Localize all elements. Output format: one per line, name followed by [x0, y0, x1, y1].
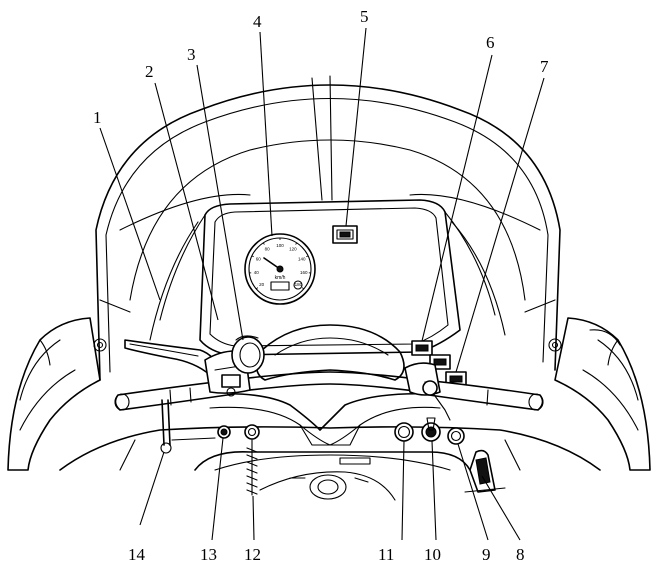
power-outlet — [394, 422, 414, 442]
callout-12: 12 — [244, 545, 261, 564]
dash-switch-5 — [332, 225, 358, 244]
steering-column-cover — [199, 324, 451, 446]
leader-7 — [455, 77, 545, 373]
leader-3 — [196, 64, 244, 341]
leader-10 — [431, 440, 437, 541]
leader-8 — [481, 475, 521, 541]
callout-9: 9 — [482, 545, 491, 564]
callout-6: 6 — [486, 33, 495, 52]
ignition-switch — [421, 417, 441, 442]
callout-14: 14 — [128, 545, 146, 564]
callout-labels: 1 2 3 4 5 6 7 8 9 10 11 12 13 14 — [93, 7, 549, 564]
odometer-window — [270, 281, 290, 291]
tether-stalk — [160, 399, 216, 454]
tether-spring — [244, 424, 260, 496]
lower-console — [59, 426, 601, 501]
leader-5 — [345, 27, 367, 227]
speedometer-tick-label: 60 — [256, 257, 262, 262]
speedometer-tick-mark — [251, 255, 254, 258]
speedometer-tick-label: 40 — [254, 270, 260, 275]
speedometer-tick-label: 20 — [259, 282, 265, 287]
leader-14 — [139, 451, 165, 526]
leader-12 — [252, 495, 255, 541]
leader-4 — [259, 31, 273, 237]
callout-7: 7 — [540, 57, 549, 76]
leader-11 — [401, 440, 405, 541]
hand-warmer-switch — [231, 335, 265, 374]
choke-knob — [217, 425, 231, 439]
speedometer-tick-label: 140 — [298, 257, 306, 262]
callout-4: 4 — [253, 12, 262, 31]
emergency-stop-switch — [447, 427, 465, 445]
callout-11: 11 — [378, 545, 394, 564]
leader-6 — [421, 54, 493, 342]
throttle-housing — [404, 362, 451, 421]
leader-1 — [99, 127, 161, 301]
leader-2 — [154, 82, 219, 321]
callout-13: 13 — [200, 545, 217, 564]
dash-panel — [149, 199, 506, 356]
speedometer-tick-label: 160 — [300, 270, 308, 275]
speedometer-tick-label: 120 — [289, 247, 297, 252]
left-side-panel — [7, 317, 107, 471]
speedometer-tick-label: 180 — [295, 282, 303, 287]
callout-1: 1 — [93, 108, 102, 127]
leader-9 — [457, 443, 489, 541]
speedometer-tick-mark — [306, 255, 309, 258]
left-grip — [114, 379, 235, 411]
leader-lines — [99, 27, 545, 541]
handlebar — [229, 371, 426, 393]
speedometer-tick-mark — [295, 242, 298, 245]
right-grip — [421, 379, 544, 411]
callout-8: 8 — [516, 545, 525, 564]
parking-brake-lever — [464, 449, 506, 493]
right-side-panel — [548, 317, 651, 471]
reset-knob — [293, 280, 303, 290]
callout-5: 5 — [360, 7, 369, 26]
dash-switch-6 — [411, 340, 433, 356]
speedometer-tick-mark — [301, 287, 304, 290]
speedometer-unit: km/h — [275, 275, 286, 281]
callout-10: 10 — [424, 545, 441, 564]
callout-3: 3 — [187, 45, 196, 64]
speedometer-tick-label: 100 — [276, 243, 284, 248]
callout-2: 2 — [145, 62, 154, 81]
leader-13 — [211, 437, 224, 541]
speedometer-tick-mark — [256, 287, 259, 290]
speedometer-tick-label: 80 — [265, 247, 271, 252]
speedometer-tick-mark — [262, 242, 265, 245]
